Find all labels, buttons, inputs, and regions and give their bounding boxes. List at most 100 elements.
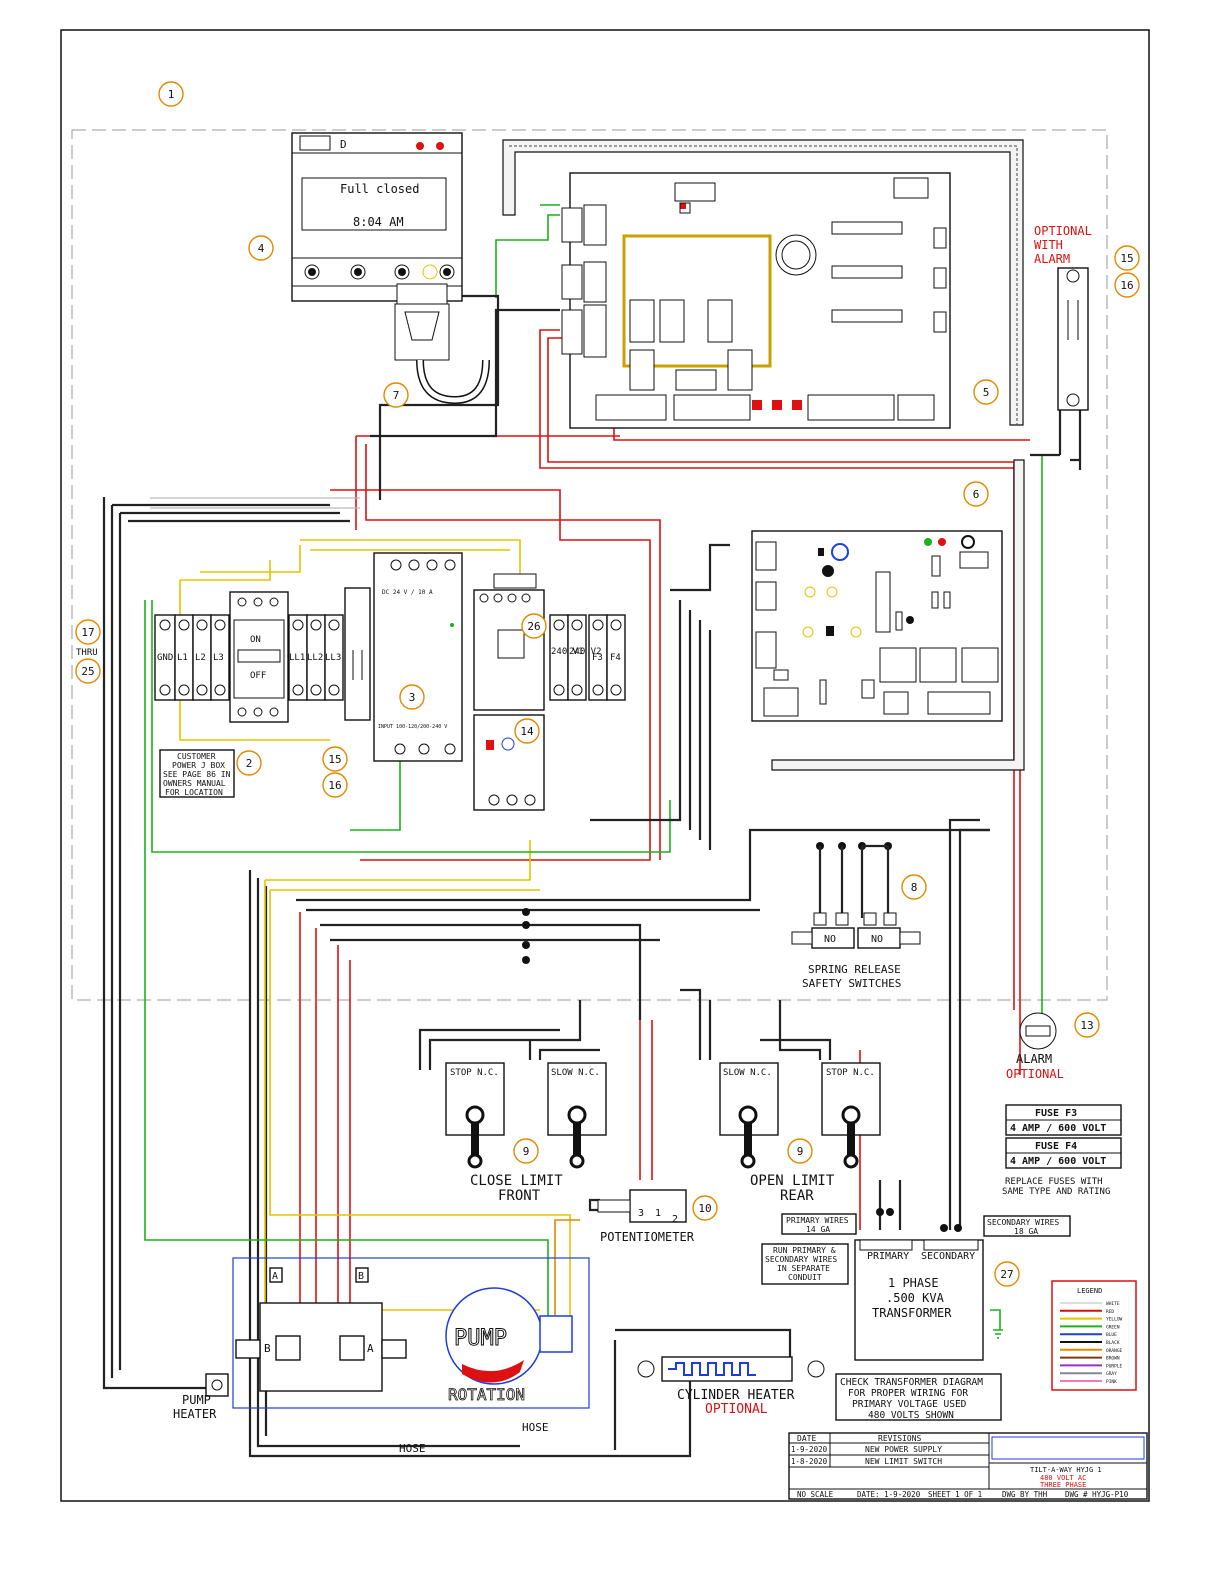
pump-port-b-top: B xyxy=(358,1271,364,1282)
tb-voltage: 480 VOLT AC xyxy=(1040,1474,1086,1482)
pump-port-b: B xyxy=(264,1342,271,1355)
alarm-horn: ALARM OPTIONAL xyxy=(1006,1012,1064,1081)
balloon-13: 13 xyxy=(1074,1012,1100,1038)
check-note-line-2: FOR PROPER WIRING FOR xyxy=(848,1388,968,1399)
display-line-2: 8:04 AM xyxy=(353,215,404,229)
conduit-note-line-2: SECONDARY WIRES xyxy=(765,1255,837,1264)
balloon-label: 27 xyxy=(1000,1268,1013,1281)
close-limit-caption-1: CLOSE LIMIT xyxy=(470,1173,563,1189)
balloon-label: 14 xyxy=(520,725,534,738)
transformer-body-3: TRANSFORMER xyxy=(872,1306,952,1320)
legend-label: GRAY xyxy=(1106,1371,1117,1377)
splice-dots xyxy=(522,908,530,964)
power-supply-input: INPUT 100-120/200-240 V xyxy=(378,724,447,730)
legend-title: LEGEND xyxy=(1077,1287,1102,1295)
cylinder-heater: CYLINDER HEATER OPTIONAL xyxy=(637,1356,825,1417)
pump-heater-line-1: PUMP xyxy=(182,1393,211,1407)
close-limit-caption-2: FRONT xyxy=(498,1188,541,1204)
pot-pin-1: 1 xyxy=(655,1208,661,1219)
tb-row-1-date: 1-9-2020 xyxy=(791,1445,828,1454)
check-note-line-1: CHECK TRANSFORMER DIAGRAM xyxy=(840,1377,983,1388)
legend-label: RED xyxy=(1106,1309,1114,1315)
sheet-border xyxy=(60,29,1150,1502)
safety-switches-line-2: SAFETY SWITCHES xyxy=(802,977,901,990)
secondary-wires-line-1: SECONDARY WIRES xyxy=(987,1218,1059,1227)
balloon-8: 8 xyxy=(901,874,927,900)
optional-alarm-line-3: ALARM xyxy=(1034,252,1070,266)
hose-label-2: HOSE xyxy=(399,1442,426,1455)
pump-label: PUMP xyxy=(454,1326,507,1351)
cylinder-heater-label: CYLINDER HEATER xyxy=(677,1388,795,1403)
balloon-1: 1 xyxy=(158,81,184,107)
terminal-label-240v1: 240 V1 xyxy=(551,647,584,657)
terminal-label-f3: F3 xyxy=(592,653,603,663)
check-note-line-4: 480 VOLTS SHOWN xyxy=(868,1410,954,1421)
transformer-primary: PRIMARY xyxy=(867,1251,909,1262)
potentiometer-label: POTENTIOMETER xyxy=(600,1230,695,1244)
hose-label-1: HOSE xyxy=(522,1421,549,1434)
balloon-label: 9 xyxy=(797,1145,804,1158)
open-limit-caption-1: OPEN LIMIT xyxy=(750,1173,835,1189)
disconnect-switch: ON OFF xyxy=(229,591,289,723)
display-line-1: Full closed xyxy=(340,182,419,196)
balloon-label: 4 xyxy=(258,242,265,255)
conduit-note-line-4: CONDUIT xyxy=(788,1273,822,1282)
terminal-label-ll3: LL3 xyxy=(325,653,341,663)
power-supply-header: DC 24 V / 10 A xyxy=(382,589,433,596)
transformer-body-1: 1 PHASE xyxy=(888,1276,939,1290)
balloon-label: 15 xyxy=(1120,252,1133,265)
balloon-9: 9 xyxy=(513,1138,539,1164)
terminal-label-ll2: LL2 xyxy=(307,653,323,663)
balloon-16: 16 xyxy=(322,772,348,798)
switch-no-label-2: NO xyxy=(871,934,883,945)
balloon-9-2: 9 xyxy=(787,1138,813,1164)
thru-label: THRU xyxy=(76,648,98,658)
customer-note-line-3: SEE PAGE 86 IN xyxy=(163,770,231,779)
wiring xyxy=(102,139,1082,1458)
conduit-note-line-3: IN SEPARATE xyxy=(777,1264,830,1273)
terminal-label-l1: L1 xyxy=(177,653,188,663)
transformer-body-2: .500 KVA xyxy=(886,1291,945,1305)
open-limit-switches: SLOW N.C. STOP N.C. OPEN LIMIT REAR xyxy=(719,1062,881,1204)
balloon-label: 9 xyxy=(523,1145,530,1158)
alarm-optional: OPTIONAL xyxy=(1006,1067,1064,1081)
balloon-label: 10 xyxy=(698,1202,711,1215)
balloon-16-4: 16 xyxy=(1114,272,1140,298)
close-limit-switches: STOP N.C. SLOW N.C. CLOSE LIMIT FRONT xyxy=(445,1062,607,1204)
balloon-label: 16 xyxy=(1120,279,1133,292)
disconnect-on-label: ON xyxy=(250,635,261,645)
balloon-label: 26 xyxy=(527,620,540,633)
balloon-6: 6 xyxy=(963,481,989,507)
balloon-label: 1 xyxy=(168,88,175,101)
open-stop-label: STOP N.C. xyxy=(826,1068,875,1078)
fuse-note-line-2: SAME TYPE AND RATING xyxy=(1002,1187,1110,1197)
pump-port-a-top: A xyxy=(272,1271,278,1282)
balloon-label: 17 xyxy=(81,626,94,639)
legend-label: PURPLE xyxy=(1106,1363,1123,1369)
fuse-f3-title: FUSE F3 xyxy=(1035,1108,1077,1119)
main-control-board xyxy=(561,172,951,429)
display-unit: D Full closed 8:04 AM xyxy=(291,132,490,405)
balloon-7: 7 xyxy=(383,382,409,408)
safety-switches-line-1: SPRING RELEASE xyxy=(808,963,901,976)
alarm-label: ALARM xyxy=(1016,1052,1052,1066)
tb-phase: THREE PHASE xyxy=(1040,1481,1086,1489)
potentiometer: 3 1 2 POTENTIOMETER xyxy=(597,1189,695,1244)
power-supply: DC 24 V / 10 A INPUT 100-120/200-240 V xyxy=(373,552,463,762)
terminal-label-f4: F4 xyxy=(610,653,621,663)
fuse-specs: FUSE F3 4 AMP / 600 VOLT FUSE F4 4 AMP /… xyxy=(1002,1104,1122,1197)
tb-date: DATE: 1-9-2020 xyxy=(857,1490,921,1499)
tb-revisions-header: REVISIONS xyxy=(878,1434,922,1443)
check-note-line-3: PRIMARY VOLTAGE USED xyxy=(852,1399,967,1410)
spring-release-switches: NO NO SPRING RELEASE SAFETY SWITCHES xyxy=(791,842,921,990)
balloon-label: 15 xyxy=(328,753,341,766)
contactor xyxy=(473,573,545,711)
balloon-4: 4 xyxy=(248,235,274,261)
customer-note-line-2: POWER J BOX xyxy=(172,761,225,770)
terminal-label-l3: L3 xyxy=(213,653,224,663)
wire-color-legend: LEGEND WHITEREDYELLOWGREENBLUEBLACKORANG… xyxy=(1051,1280,1137,1391)
pump-heater-line-2: HEATER xyxy=(173,1407,217,1421)
pump-port-a: A xyxy=(367,1342,374,1355)
